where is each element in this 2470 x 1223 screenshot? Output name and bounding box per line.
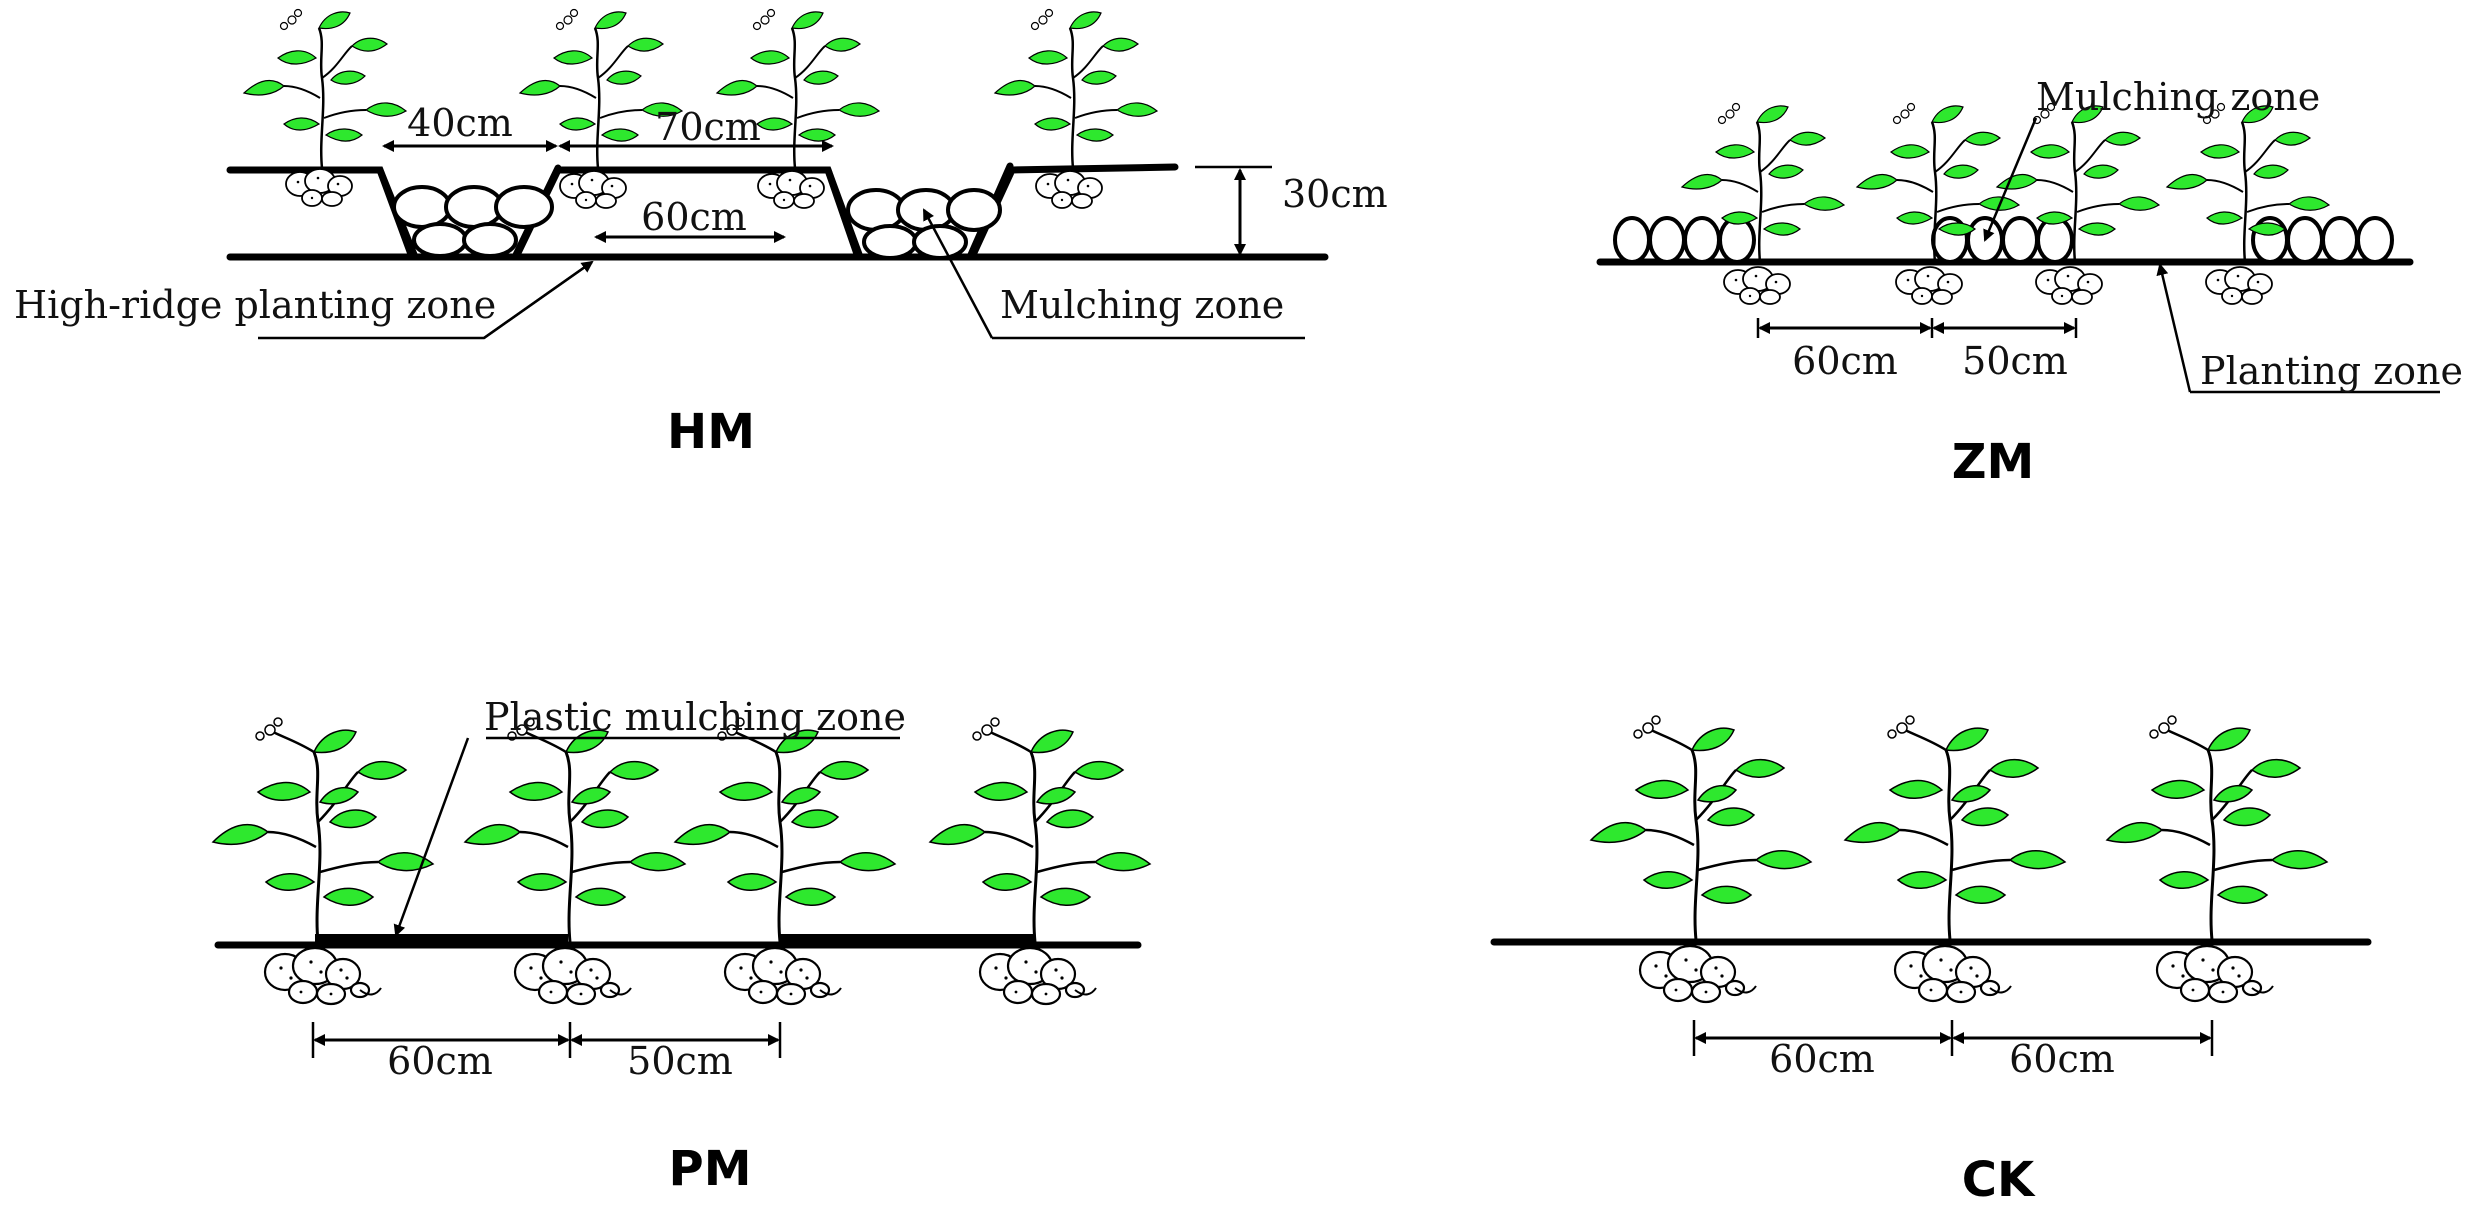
zm-mulch-rolls-right [2251,216,2394,264]
hm-label-mulching: Mulching zone [1000,283,1284,327]
zm-tubers-4 [2205,266,2273,305]
ck-plant-1 [1589,714,1813,942]
ck-title: CK [1962,1152,2036,1208]
ck-dim-a: 60cm [1769,1037,1875,1081]
zm-mulch-rolls-left [1613,216,1756,264]
hm-dim-height: 30cm [1282,172,1388,216]
zm-dim-a: 60cm [1792,339,1898,383]
zm-label-mulching: Mulching zone [2036,75,2320,119]
zm-tubers-3 [2035,266,2103,305]
pm-tubers-2 [513,946,633,1006]
pm-plant-3 [673,716,897,944]
hm-dim-ridge-base: 60cm [641,195,747,239]
zm-title: ZM [1952,434,2035,490]
ck-tubers-3 [2155,944,2275,1004]
hm-title: HM [667,404,755,460]
hm-mulch-rolls-left [392,185,554,258]
zm-label-planting: Planting zone [2200,349,2463,393]
hm-dim-furrow: 40cm [407,101,513,145]
hm-tubers-2 [559,170,627,209]
zm-dim-b: 50cm [1962,339,2068,383]
pm-tubers-1 [263,946,383,1006]
ck-plant-2 [1843,714,2067,942]
panel-hm: 40cm 70cm 60cm 30cm High-ridge planting … [14,8,1388,460]
panel-zm: 60cm 50cm Mulching zone Planting zone ZM [1596,75,2463,490]
ck-tubers-1 [1638,944,1758,1004]
hm-tubers-4 [1035,170,1103,209]
hm-tubers-1 [285,168,353,207]
panel-pm: Plastic mulching zone 60cm 50cm PM [211,695,1152,1197]
zm-tubers-2 [1895,266,1963,305]
hm-tubers-3 [757,170,825,209]
hm-plant-1 [242,8,408,170]
zm-tubers-1 [1723,266,1791,305]
pm-plant-1 [211,716,435,944]
pm-tubers-3 [723,946,843,1006]
ck-tubers-2 [1893,944,2013,1004]
hm-plant-4 [993,8,1159,170]
hm-dim-ridge-top: 70cm [655,105,761,149]
pm-plant-4 [928,716,1152,944]
pm-dim-a: 60cm [387,1039,493,1083]
ck-dim-b: 60cm [2009,1037,2115,1081]
pm-title: PM [669,1141,752,1197]
pm-plant-2 [463,716,687,944]
hm-label-planting: High-ridge planting zone [14,283,496,327]
panel-ck: 60cm 60cm CK [1490,714,2372,1208]
pm-dim-b: 50cm [627,1039,733,1083]
pm-label-plastic: Plastic mulching zone [484,695,906,739]
ck-plant-3 [2105,714,2329,942]
pm-tubers-4 [978,946,1098,1006]
